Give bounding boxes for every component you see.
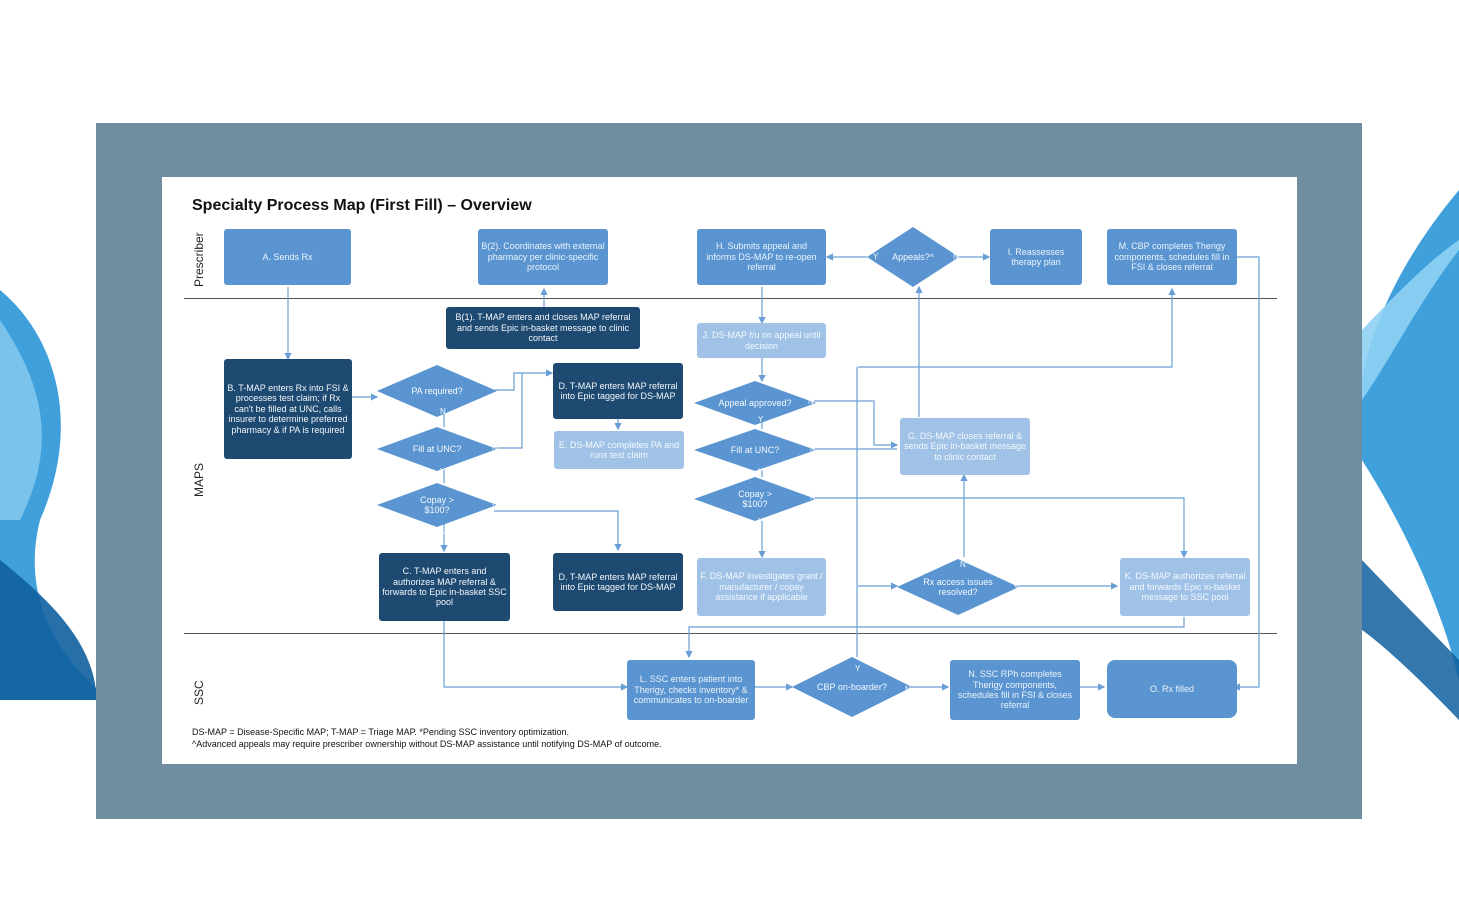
node-coordinates-external-pharmacy: B(2). Coordinates with external pharmacy… <box>478 229 608 285</box>
edge-label-yes: Y <box>492 383 498 392</box>
edge-label-no: N <box>905 685 911 694</box>
node-dsmap-closes-referral: G. DS-MAP closes referral & sends Epic i… <box>900 418 1030 475</box>
decision-copay-over-100: Copay > $100? <box>377 483 497 527</box>
decision-rx-access-resolved: Rx access issues resolved? <box>897 559 1019 615</box>
node-tmap-authorizes-referral: C. T-MAP enters and authorizes MAP refer… <box>379 553 510 621</box>
connector-lines <box>284 253 1260 691</box>
node-reassesses-therapy-plan: I. Reassesses therapy plan <box>990 229 1082 285</box>
node-sends-rx: A. Sends Rx <box>224 229 351 285</box>
node-dsmap-investigates-grant: F. DS-MAP investigates grant / manufactu… <box>697 558 826 616</box>
decision-fill-at-unc-2: Fill at UNC? <box>694 429 816 471</box>
decision-fill-at-unc-2-label: Fill at UNC? <box>730 444 780 455</box>
decision-fill-at-unc: Fill at UNC? <box>377 427 497 471</box>
edge-label-no: N <box>492 443 498 452</box>
decision-cbp-onboarder-label: CBP on-boarder? <box>817 681 887 692</box>
node-ssc-enters-patient: L. SSC enters patient into Therigy, chec… <box>627 660 755 720</box>
node-dsmap-completes-pa: E. DS-MAP completes PA and runs test cla… <box>554 431 684 469</box>
decision-pa-required: PA required? <box>377 365 497 417</box>
edge-label-yes: Y <box>440 467 446 476</box>
decision-appeal-approved-label: Appeal approved? <box>718 397 792 408</box>
decision-appeals: Appeals?^ <box>867 227 959 287</box>
decision-cbp-onboarder: CBP on-boarder? <box>792 657 912 717</box>
lane-separator <box>184 298 1277 299</box>
footnote-abbreviations: DS-MAP = Disease-Specific MAP; T-MAP = T… <box>192 727 569 737</box>
edge-label-no: N <box>810 493 816 502</box>
edge-label-yes: Y <box>855 664 861 673</box>
decision-pa-required-label: PA required? <box>411 385 463 396</box>
node-tmap-closes-referral: B(1). T-MAP enters and closes MAP referr… <box>446 307 640 349</box>
decision-appeals-label: Appeals?^ <box>892 251 934 262</box>
node-tmap-enters-map-referral-2: D. T-MAP enters MAP referral into Epic t… <box>553 553 683 611</box>
edge-label-yes: Y <box>758 517 764 526</box>
edge-label-yes: Y <box>1014 584 1020 593</box>
edge-label-no: N <box>808 397 814 406</box>
edge-label-yes: Y <box>758 467 764 476</box>
edge-label-no: N <box>960 560 966 569</box>
edge-label-yes: Y <box>492 503 498 512</box>
decision-fill-at-unc-label: Fill at UNC? <box>412 443 462 454</box>
decision-copay-over-100-2-label: Copay > $100? <box>738 488 772 509</box>
decision-copay-over-100-2: Copay > $100? <box>694 477 816 521</box>
footnote-advanced-appeals: ^Advanced appeals may require prescriber… <box>192 739 662 749</box>
edge-label-no: N <box>440 407 446 416</box>
diagram-title: Specialty Process Map (First Fill) – Ove… <box>192 197 532 214</box>
edge-label-yes: Y <box>873 252 879 261</box>
edge-label-no: N <box>810 445 816 454</box>
node-tmap-enters-map-referral: D. T-MAP enters MAP referral into Epic t… <box>553 363 683 419</box>
decision-rx-access-resolved-label: Rx access issues resolved? <box>923 576 993 597</box>
edge-label-no: N <box>440 527 446 536</box>
node-dsmap-authorizes-referral: K. DS-MAP authorizes referral and forwar… <box>1120 558 1250 616</box>
decision-appeal-approved: Appeal approved? <box>694 381 816 425</box>
edge-label-no: N <box>953 252 959 261</box>
node-dsmap-follow-up-appeal: J. DS-MAP f/u on appeal until decision <box>697 323 826 358</box>
diagram-slide: Specialty Process Map (First Fill) – Ove… <box>162 177 1297 764</box>
node-cbp-completes-therigy: M. CBP completes Therigy components, sch… <box>1107 229 1237 285</box>
node-ssc-rph-completes-therigy: N. SSC RPh completes Therigy components,… <box>950 660 1080 720</box>
node-rx-filled: O. Rx filled <box>1107 660 1237 718</box>
edge-label-yes: Y <box>758 415 764 424</box>
decision-copay-over-100-label: Copay > $100? <box>420 494 454 515</box>
lane-separator <box>184 633 1277 634</box>
node-tmap-enters-rx: B. T-MAP enters Rx into FSI & processes … <box>224 359 352 459</box>
node-submits-appeal: H. Submits appeal and informs DS-MAP to … <box>697 229 826 285</box>
